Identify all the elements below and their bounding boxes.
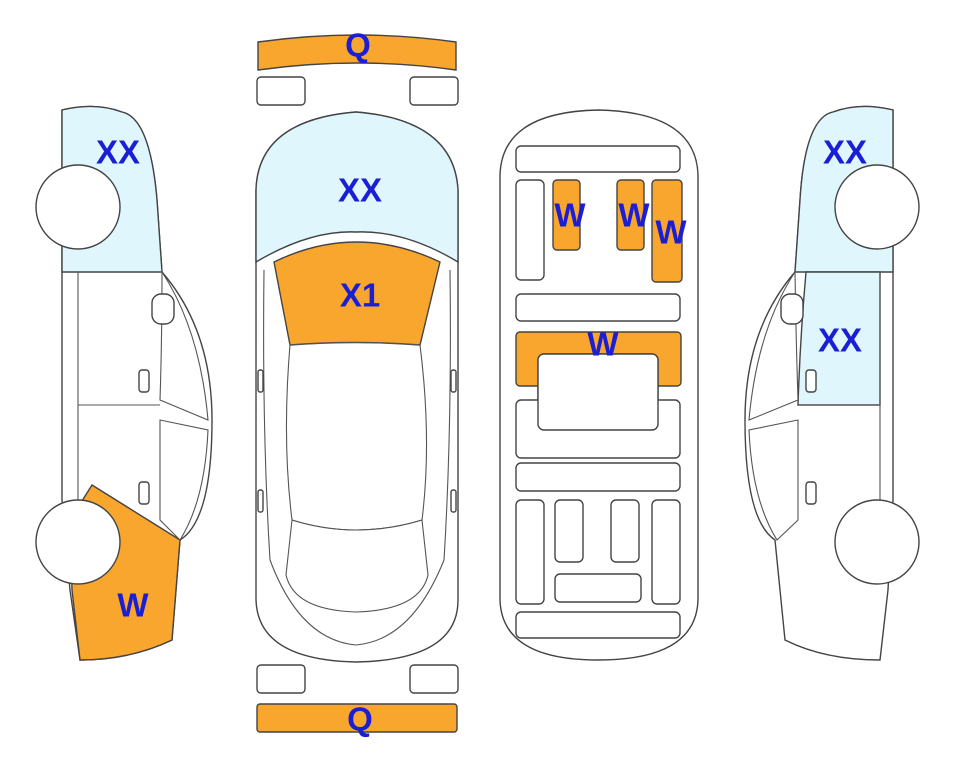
front-bumper-group[interactable]: Q: [256, 27, 459, 106]
rear-bumper-panel[interactable]: [256, 703, 458, 733]
floor-rear-center-bar[interactable]: [554, 573, 642, 603]
left-front-door-handle[interactable]: [138, 369, 150, 393]
left-side-view: XX W: [35, 105, 213, 661]
rear-window-outline: [285, 519, 429, 613]
left-side-curve: [263, 269, 271, 561]
front-bumper-label: Q: [345, 27, 371, 64]
floor-seat-right[interactable]: [651, 179, 683, 283]
rear-bumper-label: Q: [347, 701, 373, 738]
front-left-headlight[interactable]: [256, 76, 306, 106]
underbody-view: W W W W: [499, 109, 699, 661]
left-rear-wheel[interactable]: [35, 499, 121, 585]
right-side-view: XX XX: [744, 105, 920, 661]
front-right-headlight[interactable]: [409, 76, 459, 106]
right-rear-handle[interactable]: [450, 489, 457, 513]
right-front-wheel[interactable]: [834, 164, 920, 250]
right-rear-wheel[interactable]: [834, 499, 920, 585]
right-side-curve: [443, 269, 451, 561]
floor-rear-slot-2[interactable]: [610, 499, 640, 563]
floor-center-panel-cover: [537, 353, 659, 431]
left-rear-handle[interactable]: [257, 489, 264, 513]
floor-rear-rail-right[interactable]: [651, 499, 681, 605]
right-front-door-handle[interactable]: [805, 369, 817, 393]
front-bumper-panel[interactable]: [257, 34, 457, 71]
right-window-b: [748, 419, 799, 541]
right-mirror[interactable]: [450, 369, 457, 393]
left-window-b: [159, 419, 209, 541]
hood-label: XX: [338, 172, 382, 209]
trunk-outline: [269, 559, 445, 646]
floor-seat-middle[interactable]: [616, 179, 645, 251]
left-mirror-side[interactable]: [151, 293, 175, 325]
floor-rear-bar[interactable]: [515, 462, 681, 492]
left-front-fender-label: XX: [96, 134, 140, 171]
rear-right-taillight[interactable]: [409, 664, 459, 694]
left-front-wheel[interactable]: [35, 164, 121, 250]
floor-left-rail-front[interactable]: [515, 179, 545, 281]
rear-bumper-group[interactable]: Q: [256, 664, 459, 738]
left-rear-door-handle[interactable]: [138, 481, 150, 505]
hood-panel[interactable]: [255, 111, 459, 264]
floor-seat-left-label: W: [554, 197, 586, 234]
floor-rear-rail-left[interactable]: [515, 499, 545, 605]
floor-mid-bar[interactable]: [515, 293, 681, 322]
floor-seat-middle-label: W: [618, 197, 650, 234]
right-mirror-side[interactable]: [780, 293, 804, 325]
top-view-car: XX X1: [255, 111, 459, 663]
rear-left-taillight[interactable]: [256, 664, 306, 694]
floor-seat-left[interactable]: [552, 179, 581, 251]
floor-rear-slot-1[interactable]: [554, 499, 584, 563]
floor-front-bar[interactable]: [515, 145, 681, 173]
right-rear-door-handle[interactable]: [805, 481, 817, 505]
right-front-door-label: XX: [818, 322, 862, 359]
floor-tail-bar[interactable]: [515, 611, 681, 639]
floor-seat-right-label: W: [655, 214, 687, 251]
left-mirror[interactable]: [257, 369, 264, 393]
windshield-label: X1: [340, 277, 380, 314]
left-rear-quarter-label: W: [117, 587, 149, 624]
floor-crossmember-label: W: [587, 326, 619, 363]
right-front-fender-label: XX: [823, 134, 867, 171]
